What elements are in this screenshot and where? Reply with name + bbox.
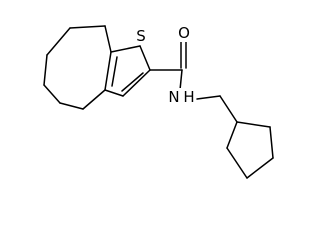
cycloheptane-ring <box>43 25 112 110</box>
bond-c3a-c7a <box>104 51 112 91</box>
bond-ring-1-2 <box>236 121 271 128</box>
bond-ring-4-5 <box>226 147 248 179</box>
sulfur-atom: S <box>136 27 146 45</box>
bond-ring-3-4 <box>246 157 274 179</box>
bond-c7a-s <box>110 45 141 53</box>
bond-c3a-c7a-inner <box>111 56 118 87</box>
bond-c7-c6 <box>46 27 71 56</box>
bond-c3-c3a <box>82 89 106 110</box>
atom-label-nitrogen: N <box>166 88 181 106</box>
bond-c5-c4 <box>43 84 61 104</box>
bond-s-c2 <box>139 45 151 71</box>
bond-ring-5-1 <box>226 121 238 149</box>
chemical-structure-diagram: S O N H <box>43 24 274 179</box>
bond-c8-c7 <box>69 25 106 29</box>
atom-label-sulfur: S <box>133 27 148 45</box>
oxygen-atom: O <box>178 24 190 42</box>
amide-group <box>149 39 221 100</box>
hydrogen-atom: H <box>183 88 194 106</box>
atom-label-hydrogen: H <box>181 88 196 106</box>
thiophene-ring <box>104 45 151 97</box>
atom-label-oxygen: O <box>177 24 192 42</box>
bond-c2-c3 <box>122 69 151 97</box>
bond-c6-c5 <box>43 54 48 86</box>
cyclopentyl-group <box>219 95 274 179</box>
bond-c3-c3a <box>104 89 124 97</box>
bond-ch2-ring <box>219 95 238 123</box>
bond-c2-c3-inner <box>121 72 144 92</box>
bond-nitrogen-ch2 <box>196 95 221 100</box>
bond-c7a-c8 <box>104 25 112 53</box>
bond-c4-c3 <box>59 102 84 110</box>
bond-carbonyl-nitrogen <box>179 69 183 91</box>
nitrogen-atom: N <box>168 88 179 106</box>
bond-ring-2-3 <box>269 126 274 159</box>
